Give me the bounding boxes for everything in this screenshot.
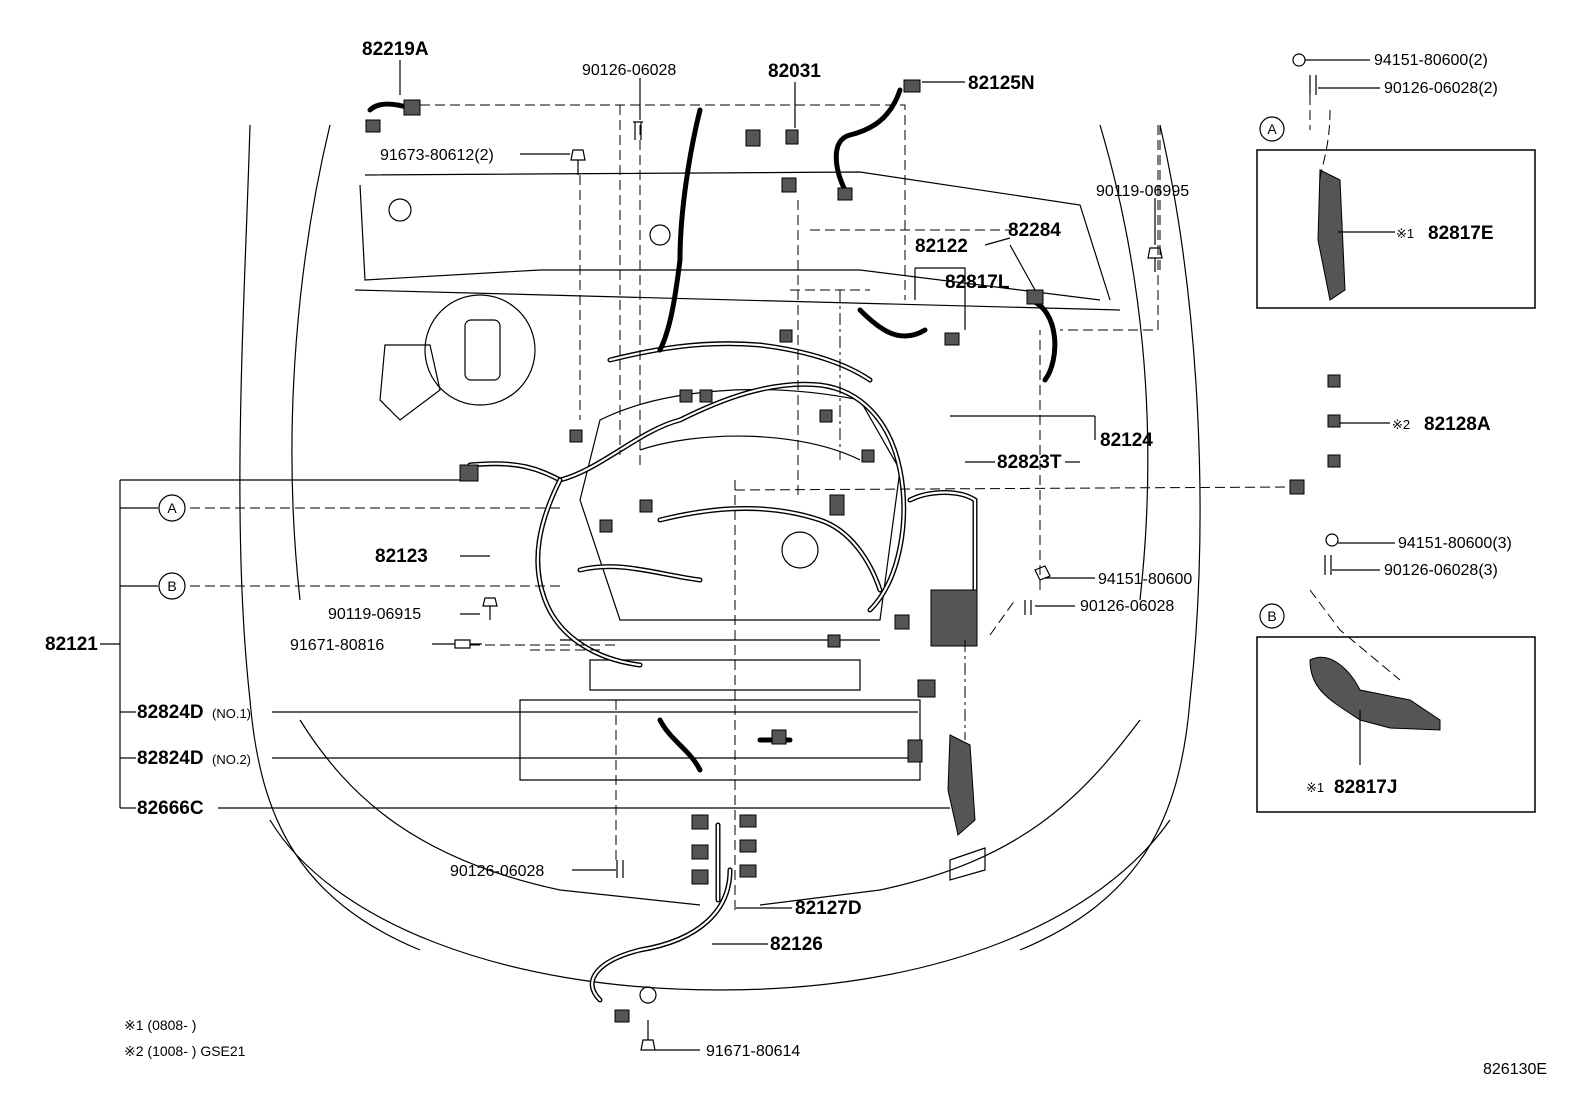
footnote-2: ※2 (1008- ) GSE21 xyxy=(124,1043,246,1059)
svg-text:B: B xyxy=(167,578,176,594)
label-82219A: 82219A xyxy=(362,39,429,60)
label-90126-06028-mid: 90126-06028 xyxy=(1080,598,1174,615)
connectors xyxy=(365,79,1441,1023)
label-82824D-no1: 82824D xyxy=(137,702,204,723)
label-94151-80600: 94151-80600 xyxy=(1098,571,1192,588)
svg-text:A: A xyxy=(167,500,177,516)
label-detail-b-part: 82817J xyxy=(1334,777,1397,798)
label-82824D-no2: 82824D xyxy=(137,748,204,769)
label-detail-a-bolt: 90126-06028(2) xyxy=(1384,80,1498,97)
label-detail-a-part: 82817E xyxy=(1428,223,1494,244)
callout-b-left: B xyxy=(158,572,186,600)
vehicle-body xyxy=(239,124,1201,991)
label-90119-06915: 90119-06915 xyxy=(328,606,421,623)
svg-text:A: A xyxy=(1267,121,1277,137)
label-90126-06028-top: 90126-06028 xyxy=(582,62,676,79)
label-detail-b-mark: ※1 xyxy=(1306,780,1324,795)
label-82125N: 82125N xyxy=(968,73,1035,94)
label-82823T: 82823T xyxy=(997,452,1062,473)
label-82817L: 82817L xyxy=(945,272,1010,293)
label-82824D-no1-sub: (NO.1) xyxy=(212,706,251,721)
diagram-id: 826130E xyxy=(1483,1061,1547,1078)
label-90119-06995: 90119-06995 xyxy=(1096,183,1189,200)
label-82121: 82121 xyxy=(45,634,98,655)
label-82666C: 82666C xyxy=(137,798,204,819)
label-82824D-no2-sub: (NO.2) xyxy=(212,752,251,767)
label-detail-a-nut: 94151-80600(2) xyxy=(1374,52,1488,69)
label-detail-a-mark: ※1 xyxy=(1396,226,1414,241)
main-harness xyxy=(367,87,1058,1003)
callout-a-detail: A xyxy=(1259,116,1285,142)
label-82031: 82031 xyxy=(768,61,821,82)
detail-box-a xyxy=(1256,149,1536,309)
label-82122: 82122 xyxy=(915,236,968,257)
label-detail-b-bolt: 90126-06028(3) xyxy=(1384,562,1498,579)
label-91671-80816: 91671-80816 xyxy=(290,637,384,654)
footnote-1: ※1 (0808- ) xyxy=(124,1017,196,1033)
leader-lines xyxy=(100,59,1395,1051)
label-detail-b-nut: 94151-80600(3) xyxy=(1398,535,1512,552)
callout-b-detail: B xyxy=(1259,603,1285,629)
callout-a-left: A xyxy=(158,494,186,522)
fasteners xyxy=(454,53,1339,1051)
label-82123: 82123 xyxy=(375,546,428,567)
label-82126: 82126 xyxy=(770,934,823,955)
label-82127D: 82127D xyxy=(795,898,862,919)
detail-box-b xyxy=(1256,636,1536,813)
label-82128A: 82128A xyxy=(1424,414,1491,435)
reference-lines xyxy=(190,95,1401,910)
label-91673-80612: 91673-80612(2) xyxy=(380,147,494,164)
label-82284: 82284 xyxy=(1008,220,1061,241)
svg-text:B: B xyxy=(1267,608,1276,624)
label-91671-80614: 91671-80614 xyxy=(706,1043,800,1060)
label-82124: 82124 xyxy=(1100,430,1153,451)
label-82128A-mark: ※2 xyxy=(1392,417,1410,432)
label-90126-06028-low: 90126-06028 xyxy=(450,863,544,880)
